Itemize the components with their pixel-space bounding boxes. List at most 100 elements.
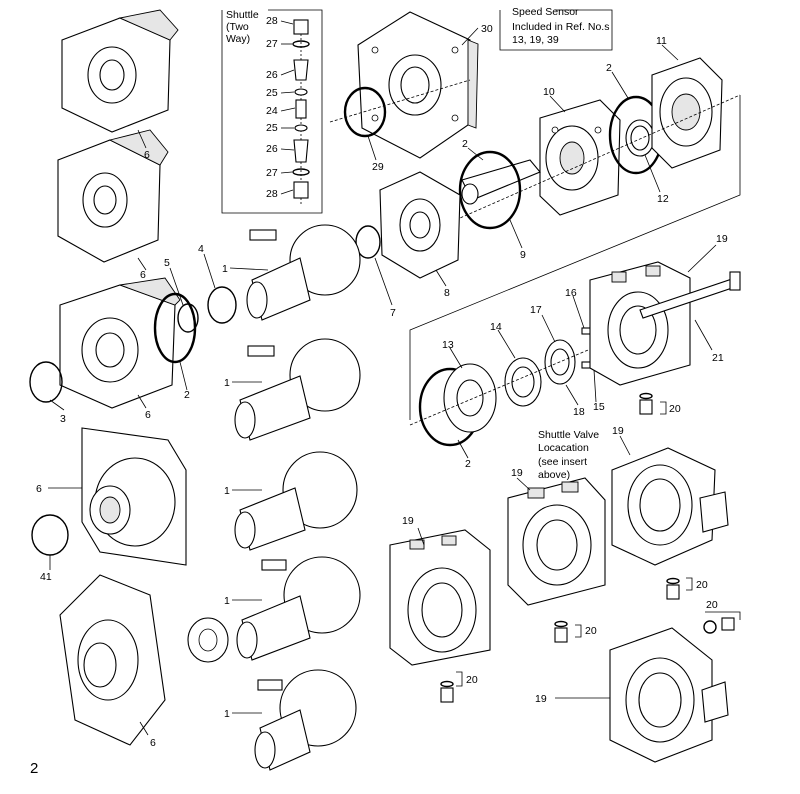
shuttle-valve-note-1: Shuttle Valve <box>538 429 599 441</box>
sensor-housing-10 <box>539 99 621 216</box>
label-29: 29 <box>372 161 384 173</box>
label-16: 16 <box>565 287 577 299</box>
shuttle-valve-note: Shuttle Valve Locacation (see insert abo… <box>538 429 599 481</box>
label-2-left: 2 <box>184 389 190 401</box>
speed-sensor-ring-12 <box>625 119 655 157</box>
shaft-1-b <box>234 338 361 441</box>
label-6-b: 6 <box>140 269 146 281</box>
shuttle-oring-top <box>292 40 310 48</box>
shuttle-num-0: 28 <box>266 15 278 27</box>
shuttle-plug-top <box>293 19 309 35</box>
ring-3 <box>29 361 63 403</box>
nut <box>187 617 229 663</box>
plate-14 <box>504 357 542 407</box>
ring-4 <box>207 286 237 324</box>
housing-6-b <box>57 129 169 263</box>
label-8: 8 <box>444 287 450 299</box>
label-1-c: 1 <box>224 485 230 497</box>
shuttle-seat-bottom <box>294 124 308 132</box>
label-19-a: 19 <box>716 233 728 245</box>
speed-sensor-title-1: Speed Sensor <box>512 6 579 18</box>
shuttle-num-5: 25 <box>266 122 278 134</box>
label-1-d: 1 <box>224 595 230 607</box>
oring-7 <box>355 225 381 259</box>
plug-20-e <box>703 617 735 634</box>
part-labels: 30 11 2 10 12 29 2 9 6 6 4 5 1 7 8 19 21… <box>36 23 728 749</box>
label-7: 7 <box>390 307 396 319</box>
shuttle-seat-top <box>294 88 308 96</box>
shuttle-insert: Shuttle (Two Way) 28 27 26 25 24 25 26 2… <box>221 9 323 214</box>
housing-19-d <box>389 529 491 666</box>
label-9: 9 <box>520 249 526 261</box>
label-19-b: 19 <box>402 515 414 527</box>
label-19-d: 19 <box>612 425 624 437</box>
shaft-1-d <box>236 556 361 661</box>
label-20-e: 20 <box>466 674 478 686</box>
speed-sensor-title-3: 13, 19, 39 <box>512 34 559 46</box>
label-6-d: 6 <box>36 483 42 495</box>
speed-sensor-title-2: Included in Ref. No.s <box>512 21 609 33</box>
shuttle-num-2: 26 <box>266 69 278 81</box>
label-14: 14 <box>490 321 502 333</box>
label-6-e: 6 <box>150 737 156 749</box>
shuttle-valve-note-2: Locacation <box>538 442 589 454</box>
housing-6-c <box>59 277 181 409</box>
shuttle-title-1: Shuttle <box>226 9 259 21</box>
housing-19-c <box>611 447 729 566</box>
label-3: 3 <box>60 413 66 425</box>
label-6-a: 6 <box>144 149 150 161</box>
flange-30 <box>357 11 479 159</box>
plug-20-b <box>554 620 568 643</box>
label-2-top: 2 <box>606 62 612 74</box>
speed-sensor-note: Speed Sensor Included in Ref. No.s 13, 1… <box>499 6 613 51</box>
shuttle-spool <box>295 99 307 119</box>
label-1-e: 1 <box>224 708 230 720</box>
shuttle-spring-bottom <box>293 139 309 163</box>
housing-6-d <box>81 427 187 566</box>
plug-20-c <box>666 577 680 600</box>
oring-2-sensor <box>458 150 522 230</box>
shaft-1-a <box>246 224 361 321</box>
shuttle-valve-note-4: above) <box>538 469 570 481</box>
shuttle-number-list: 28 27 26 25 24 25 26 27 28 <box>266 15 296 200</box>
shuttle-oring-bottom <box>292 168 310 176</box>
shuttle-title-3: Way) <box>226 33 250 45</box>
label-1-a: 1 <box>222 263 228 275</box>
shuttle-num-6: 26 <box>266 143 278 155</box>
leader-lines <box>48 27 741 736</box>
housing-6-a <box>61 9 179 133</box>
oring-29 <box>343 86 387 138</box>
label-20-d: 20 <box>706 599 718 611</box>
label-10: 10 <box>543 86 555 98</box>
housing-19-b <box>507 477 606 606</box>
shaft-1-e <box>254 669 357 771</box>
label-1-b: 1 <box>224 377 230 389</box>
shuttle-num-4: 24 <box>266 105 278 117</box>
label-11: 11 <box>656 35 667 47</box>
label-13: 13 <box>442 339 454 351</box>
housing-19-a <box>589 261 691 386</box>
shaft-1-c <box>234 451 358 551</box>
label-18: 18 <box>573 406 585 418</box>
label-21: 21 <box>712 352 724 364</box>
shuttle-num-8: 28 <box>266 188 278 200</box>
oring-5 <box>177 303 199 333</box>
label-5: 5 <box>164 257 170 269</box>
label-4: 4 <box>198 243 204 255</box>
label-41: 41 <box>40 571 52 583</box>
plug-20-a <box>639 392 653 415</box>
endcap-11 <box>651 57 723 169</box>
shuttle-valve-note-3: (see insert <box>538 456 587 468</box>
label-20-c: 20 <box>585 625 597 637</box>
shuttle-num-1: 27 <box>266 38 278 50</box>
label-19-c: 19 <box>511 467 523 479</box>
shuttle-title-2: (Two <box>226 21 249 33</box>
housing-19-e <box>609 627 729 763</box>
plug-20-d <box>440 680 454 703</box>
label-15: 15 <box>593 401 605 413</box>
ring-41 <box>31 514 69 556</box>
label-30: 30 <box>481 23 493 35</box>
label-6-c: 6 <box>145 409 151 421</box>
label-12: 12 <box>657 193 669 205</box>
